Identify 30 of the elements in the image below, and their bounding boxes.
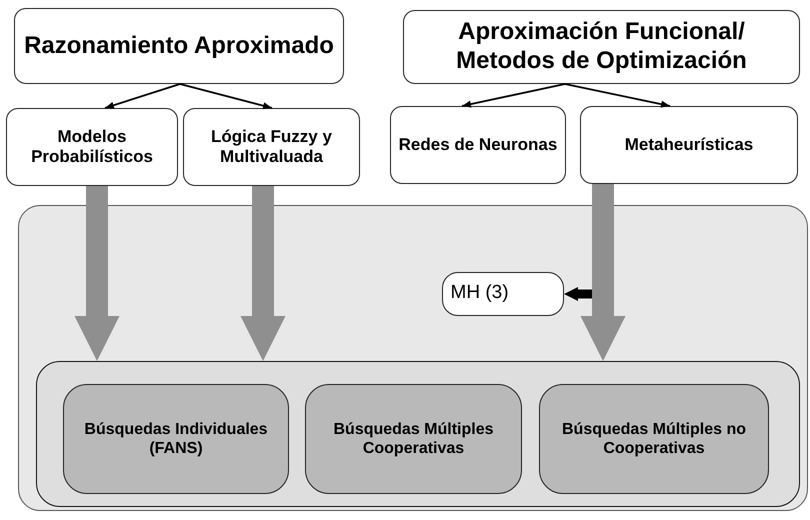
rounded-box <box>580 106 798 184</box>
node-label: Búsquedas Individuales (FANS) <box>83 420 269 458</box>
panel-box <box>18 205 808 511</box>
rounded-box <box>14 8 344 84</box>
node-label: Búsquedas Múltiples no Cooperativas <box>560 420 747 458</box>
node-label: Metaheurísticas <box>624 134 754 156</box>
panel-box <box>36 360 800 506</box>
node-label: Redes de Neuronas <box>398 134 558 156</box>
arrow <box>564 83 670 108</box>
node-label: Modelos Probabilísticos <box>30 126 154 168</box>
block-arrow <box>240 186 286 361</box>
rounded-box <box>305 384 522 494</box>
rounded-box <box>390 106 566 184</box>
rounded-box <box>403 10 800 84</box>
node-label: Búsquedas Múltiples Cooperativas <box>332 420 495 458</box>
rounded-box <box>539 384 769 494</box>
arrow <box>180 83 272 110</box>
label-box <box>442 272 564 316</box>
arrow <box>462 83 566 108</box>
node-label: MH (3) <box>450 282 510 305</box>
node-label: Razonamiento Aproximado <box>23 32 335 60</box>
node-label: Aproximación Funcional/ Metodos de Optimización <box>455 18 748 76</box>
rounded-box <box>6 108 178 186</box>
arrow <box>104 83 180 109</box>
block-arrow <box>74 186 120 361</box>
block-arrow <box>580 184 626 361</box>
node-label: Lógica Fuzzy y Multivaluada <box>210 126 333 168</box>
rounded-box <box>183 108 360 186</box>
block-arrow <box>564 287 592 301</box>
rounded-box <box>63 384 289 494</box>
